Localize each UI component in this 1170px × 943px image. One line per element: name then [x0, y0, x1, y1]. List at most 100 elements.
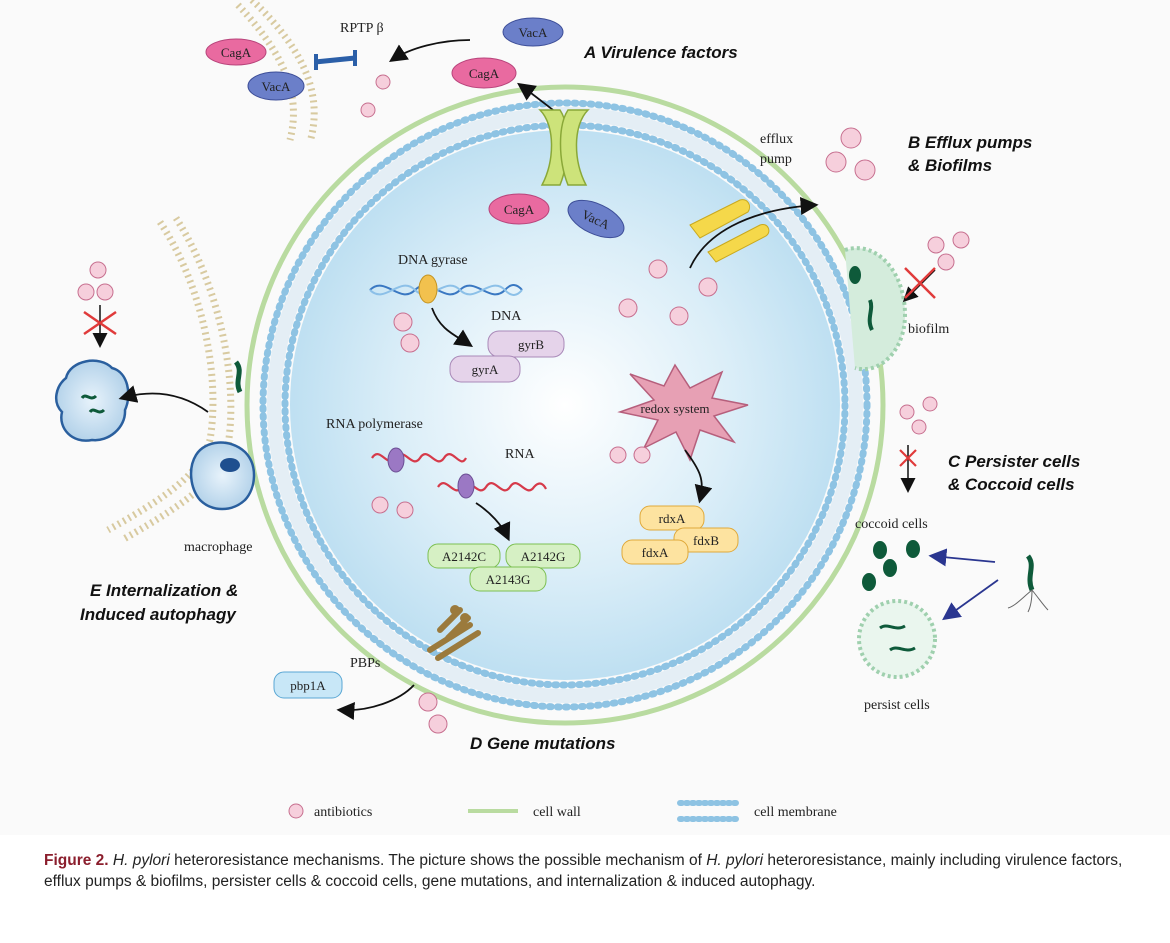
fdxa-label: fdxA [642, 545, 669, 560]
section-b-title-2: & Biofilms [908, 156, 992, 175]
persister-section: C Persister cells & Coccoid cells coccoi… [855, 445, 1080, 713]
polymerase-icon [387, 447, 405, 473]
antibiotic-dot [418, 692, 438, 712]
legend-antibiotic-swatch [288, 803, 304, 819]
block-x-icon [904, 267, 936, 299]
efflux-label-2: pump [760, 152, 792, 167]
internalization-section: macrophage E Internalization & Induced a… [54, 216, 256, 624]
rna-polymerase-label: RNA polymerase [326, 417, 423, 432]
arrow-icon [902, 269, 936, 303]
gyra-label: gyrA [472, 362, 499, 377]
antibiotic-dot [633, 446, 651, 464]
coccoid-cell-icon [906, 540, 920, 558]
antibiotic-dot [911, 419, 927, 435]
autophagy-cell-icon [54, 359, 130, 442]
dna-label: DNA [491, 309, 522, 324]
redox-star-icon [617, 363, 749, 462]
rptp-receptor-icon [314, 50, 357, 70]
polymerase-icon [457, 473, 475, 499]
section-e-title-2: Induced autophagy [80, 605, 237, 624]
antibiotic-dot [825, 151, 847, 173]
host-membrane-inner [249, 0, 318, 143]
efflux-pump-icon [689, 199, 770, 263]
efflux-section: efflux pump B Efflux pumps & Biofilms bi… [689, 132, 1032, 372]
antibiotic-dot [927, 236, 945, 254]
efflux-label-1: efflux [760, 132, 793, 147]
a2142g-label: A2142G [521, 549, 566, 564]
antibiotic-dot [96, 283, 114, 301]
legend-cell-membrane-label: cell membrane [754, 805, 837, 820]
bacterium-icon [849, 266, 861, 284]
section-d-title: D Gene mutations [470, 734, 615, 753]
legend-antibiotics-label: antibiotics [314, 805, 372, 820]
a2142c-label: A2142C [442, 549, 486, 564]
arrow-icon [517, 82, 554, 111]
antibiotic-dot [89, 261, 107, 279]
antibiotic-dot [396, 501, 414, 519]
dna-gyrase-label: DNA gyrase [398, 253, 468, 268]
vaca-pill [567, 199, 625, 239]
caption-text-1: heteroresistance mechanisms. The picture… [174, 852, 702, 869]
rna-section: RNA polymerase RNA A2142C A2142G A2143G [326, 417, 581, 592]
antibiotic-dot [428, 714, 448, 734]
bacterial-cell [244, 84, 886, 726]
arrow-icon [431, 307, 473, 347]
mechanism-diagram: RPTP β CagA VacA VacA CagA CagA VacA A V… [54, 0, 1080, 822]
bacterium-icon [1007, 554, 1049, 613]
gyrb-box [487, 330, 565, 358]
dna-helix-icon [369, 284, 523, 296]
rdxa-box [639, 505, 705, 531]
secretion-channel-icon [538, 109, 590, 186]
macrophage-icon [189, 441, 256, 511]
legend: antibiotics cell wall cell membrane [288, 800, 837, 822]
antibiotic-dot [669, 306, 689, 326]
caga-label: CagA [221, 45, 252, 60]
arrow-icon [684, 449, 713, 504]
antibiotic-dot [854, 159, 876, 181]
outer-membrane-ring [259, 99, 871, 711]
a2143g-label: A2143G [486, 572, 531, 587]
host-membrane-outer [106, 220, 217, 534]
antibiotic-dot [77, 283, 95, 301]
caption-species: H. pylori [706, 852, 764, 869]
a2142c-box [427, 543, 501, 569]
virulence-section: RPTP β CagA VacA VacA CagA CagA VacA A V… [205, 0, 738, 239]
vaca-pill [247, 71, 305, 101]
antibiotics-group [77, 74, 970, 734]
nucleus-icon [220, 458, 240, 472]
arrow-icon [928, 548, 996, 567]
caga-pill [205, 38, 267, 66]
antibiotic-dot [400, 333, 420, 353]
section-c-title-1: C Persister cells [948, 452, 1080, 471]
antibiotic-dot [375, 74, 391, 90]
vaca-pill [502, 17, 564, 47]
caption-label: Figure 2. [44, 852, 109, 869]
block-x-icon [899, 449, 917, 467]
host-membrane-outer [235, 2, 297, 141]
bacterium-icon [889, 646, 916, 652]
arrow-icon [118, 385, 209, 413]
antibiotic-dot [609, 446, 627, 464]
pbp-protein-icon [427, 605, 481, 661]
cytoplasm [290, 130, 840, 680]
bacterium-icon [233, 360, 243, 394]
rdxa-label: rdxA [659, 511, 686, 526]
fdxb-label: fdxB [693, 533, 719, 548]
rptp-label: RPTP β [340, 21, 384, 36]
caption-text-2: heteroresistance, mainly including virul… [44, 852, 1123, 890]
biofilm-label: biofilm [908, 322, 949, 337]
coccoid-cell-icon [883, 559, 897, 577]
antibiotic-dot [371, 496, 389, 514]
vaca-label: VacA [262, 79, 291, 94]
a2143g-box [469, 566, 547, 592]
coccoid-label: coccoid cells [855, 517, 928, 532]
arrow-icon [389, 39, 471, 62]
section-a-title: A Virulence factors [583, 43, 738, 62]
pbps-label: PBPs [350, 656, 380, 671]
arrow-icon [689, 197, 819, 269]
pbp-section: PBPs pbp1A D Gene mutations [273, 605, 615, 753]
host-membrane-inner [120, 216, 235, 544]
bacterium-icon [879, 624, 906, 630]
persister-bubble [857, 599, 937, 679]
antibiotic-dot [937, 253, 955, 271]
